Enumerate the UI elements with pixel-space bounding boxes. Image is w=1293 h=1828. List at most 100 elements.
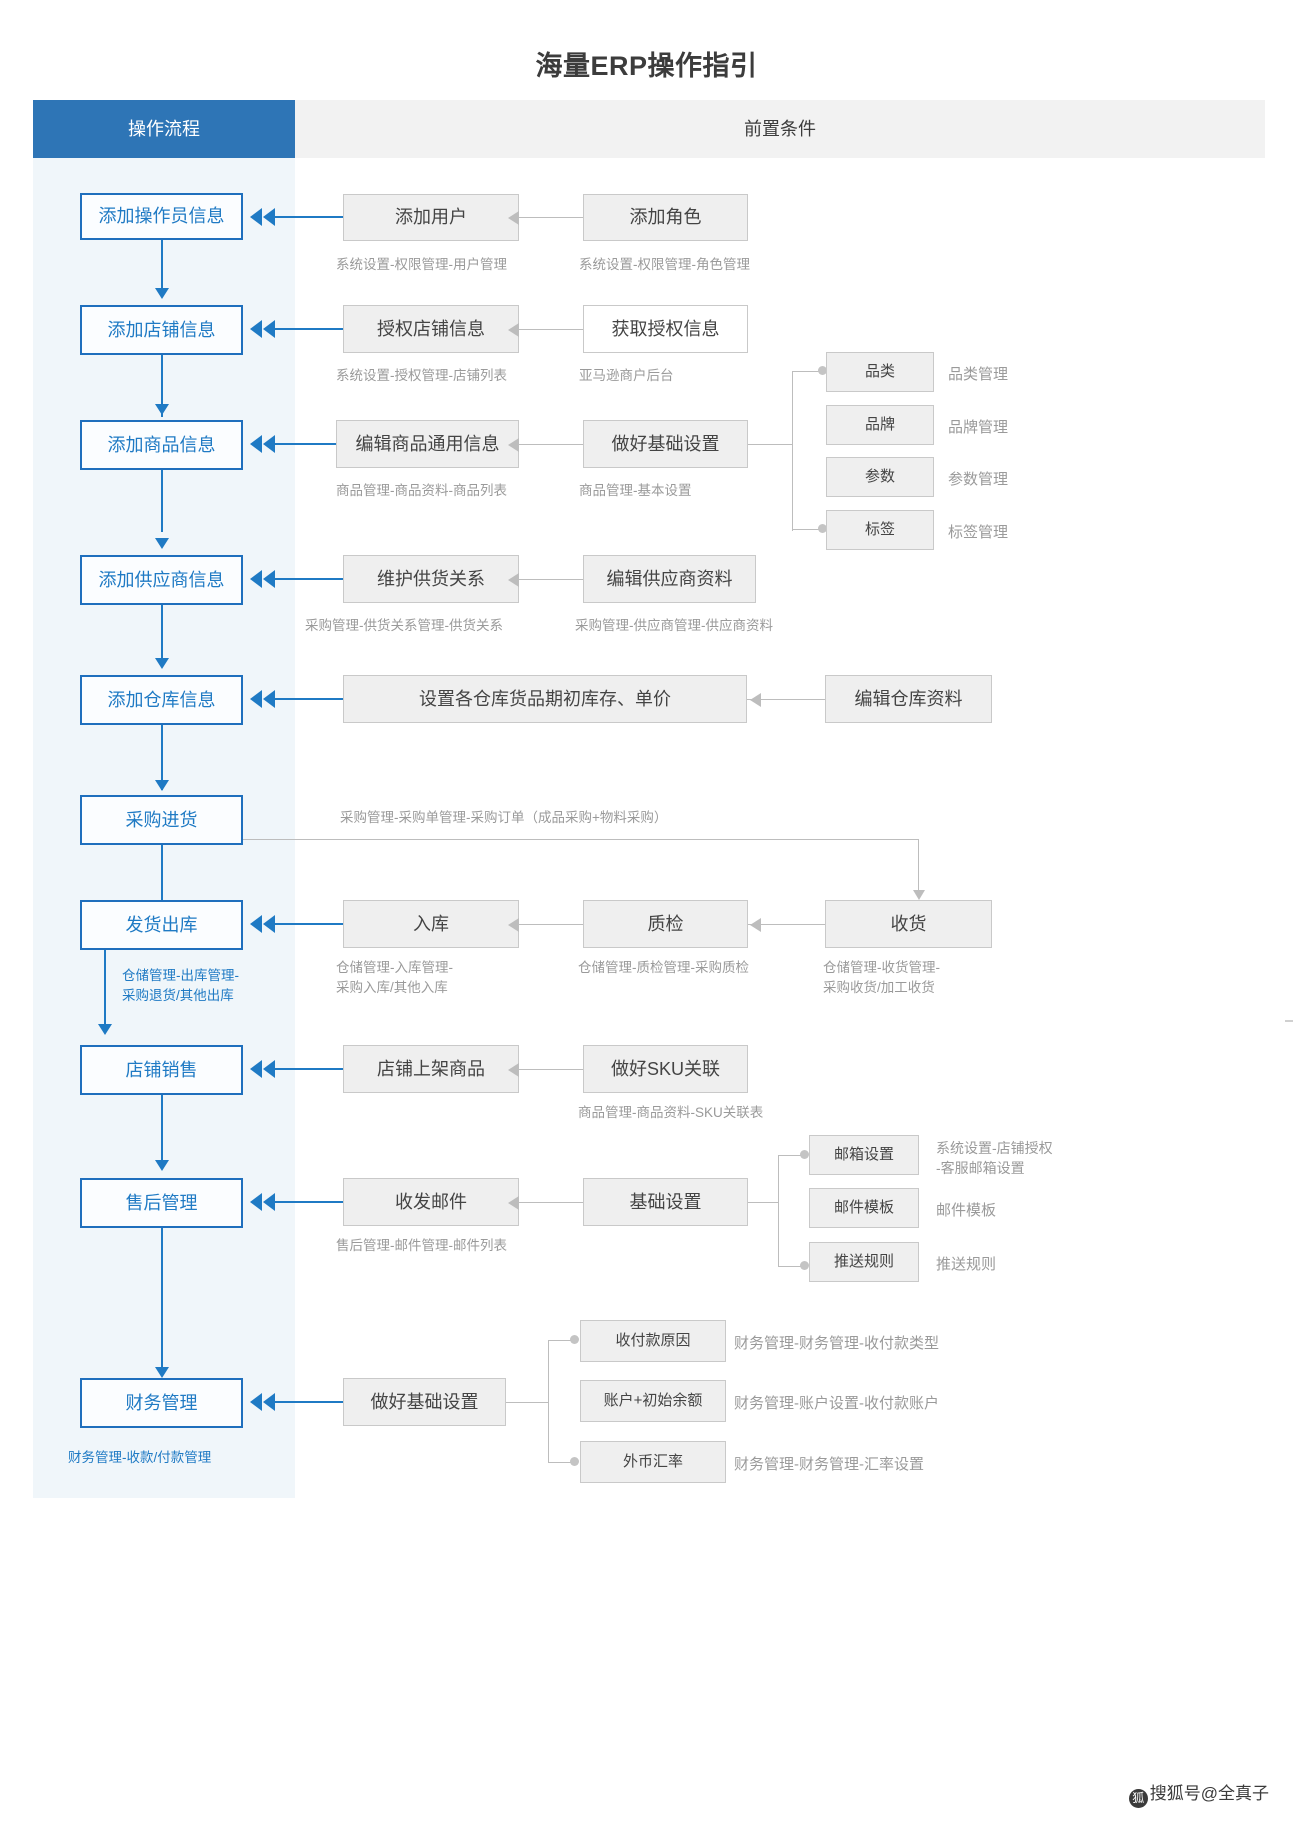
row5-blue-line <box>265 698 343 700</box>
flow-node-finance[interactable]: 财务管理 <box>80 1378 243 1428</box>
row1-mid-box[interactable]: 添加用户 <box>343 194 519 241</box>
row10-branch-top-link <box>548 1340 574 1341</box>
row8-arrow-head-b-icon <box>263 1060 275 1078</box>
row9-right-box-label: 基础设置 <box>629 1191 702 1212</box>
flow-node-warehouse[interactable]: 添加仓库信息 <box>80 675 243 725</box>
row9-branch-stem <box>748 1202 778 1203</box>
row3-branch-box-2[interactable]: 参数 <box>826 457 934 497</box>
row10-branch-label-1: 财务管理-账户设置-收付款账户 <box>734 1395 939 1412</box>
row9-blue-line <box>265 1201 343 1203</box>
row5-arrow-head-a-icon <box>250 690 262 708</box>
row7-blue-line <box>265 923 343 925</box>
row5-mid-box[interactable]: 设置各仓库货品期初库存、单价 <box>343 675 747 723</box>
row3-arrow-head-b-icon <box>263 435 275 453</box>
flow-node-outbound[interactable]: 发货出库 <box>80 900 243 950</box>
row1-blue-line <box>265 216 343 218</box>
precondition-column-header-label: 前置条件 <box>744 119 816 139</box>
row2-mid-caption: 系统设置-授权管理-店铺列表 <box>336 368 507 383</box>
row7-box-receive[interactable]: 收货 <box>825 900 992 948</box>
row6-path-vertical <box>918 839 919 897</box>
row9-branch-box-2[interactable]: 推送规则 <box>809 1242 919 1282</box>
row1-arrow-head-a-icon <box>250 208 262 226</box>
flow-node-outbound-label: 发货出库 <box>125 914 198 935</box>
row8-blue-line <box>265 1068 343 1070</box>
row10-branch-box-1[interactable]: 账户+初始余额 <box>580 1380 726 1422</box>
row6-path-horizontal <box>243 839 919 840</box>
row9-mid-box[interactable]: 收发邮件 <box>343 1178 519 1226</box>
flow-node-operator[interactable]: 添加操作员信息 <box>80 193 243 240</box>
row3-branch-box-2-label: 参数 <box>864 467 895 485</box>
row10-branch-box-0[interactable]: 收付款原因 <box>580 1320 726 1362</box>
row3-branch-label-2: 参数管理 <box>948 471 1009 488</box>
flow-node-shop[interactable]: 添加店铺信息 <box>80 305 243 355</box>
row2-mid-box[interactable]: 授权店铺信息 <box>343 305 519 353</box>
row9-branch-dot-bottom-icon <box>800 1261 809 1270</box>
row2-right-box[interactable]: 获取授权信息 <box>583 305 748 353</box>
row3-right-box[interactable]: 做好基础设置 <box>583 420 748 468</box>
row4-right-box[interactable]: 编辑供应商资料 <box>583 555 756 603</box>
flow-node-purchase[interactable]: 采购进货 <box>80 795 243 845</box>
flow-connector-2 <box>161 355 163 417</box>
row3-branch-box-3[interactable]: 标签 <box>826 510 934 550</box>
flow-node-aftersales-label: 售后管理 <box>125 1192 198 1213</box>
row6-path-arrow-icon <box>913 890 925 900</box>
flow-node-aftersales[interactable]: 售后管理 <box>80 1178 243 1228</box>
row4-mid-box[interactable]: 维护供货关系 <box>343 555 519 603</box>
row7-caption-inbound-line2: 采购入库/其他入库 <box>336 980 448 995</box>
row9-branch-top-link <box>778 1155 804 1156</box>
flow-arrow-5-icon <box>155 780 169 791</box>
flow-node-supplier-label: 添加供应商信息 <box>98 569 225 590</box>
row8-mid-box-label: 店铺上架商品 <box>377 1058 485 1079</box>
flow-node-sales-label: 店铺销售 <box>125 1059 198 1080</box>
flow-arrow-8-icon <box>155 1160 169 1171</box>
flow-connector-1 <box>161 240 163 288</box>
row10-branch-box-2-label: 外币汇率 <box>622 1452 683 1470</box>
row7-box-inbound[interactable]: 入库 <box>343 900 519 948</box>
row7-caption-qc: 仓储管理-质检管理-采购质检 <box>578 960 749 975</box>
row7-box-qc[interactable]: 质检 <box>583 900 748 948</box>
row1-right-box[interactable]: 添加角色 <box>583 194 748 241</box>
flow-node-shop-label: 添加店铺信息 <box>107 319 216 340</box>
row10-mid-box[interactable]: 做好基础设置 <box>343 1378 506 1426</box>
row9-arrow-head-b-icon <box>263 1193 275 1211</box>
row10-branch-spine <box>548 1340 549 1462</box>
row10-branch-dot-bottom-icon <box>570 1457 579 1466</box>
row3-right-box-label: 做好基础设置 <box>611 433 720 454</box>
row3-right-caption: 商品管理-基本设置 <box>579 483 692 498</box>
row10-branch-label-2: 财务管理-财务管理-汇率设置 <box>734 1456 924 1473</box>
row10-mid-box-label: 做好基础设置 <box>370 1391 479 1412</box>
row10-branch-dot-top-icon <box>570 1335 579 1344</box>
row3-branch-box-1[interactable]: 品牌 <box>826 405 934 445</box>
row10-branch-box-2[interactable]: 外币汇率 <box>580 1441 726 1483</box>
row7-arrow-head-a-icon <box>250 915 262 933</box>
row8-right-caption: 商品管理-商品资料-SKU关联表 <box>578 1105 764 1120</box>
row8-mid-box[interactable]: 店铺上架商品 <box>343 1045 519 1093</box>
row1-mid-box-label: 添加用户 <box>395 207 467 228</box>
row8-grey-line <box>519 1069 583 1070</box>
flow-node-sales[interactable]: 店铺销售 <box>80 1045 243 1095</box>
row3-branch-label-3: 标签管理 <box>948 524 1009 541</box>
row4-right-caption: 采购管理-供应商管理-供应商资料 <box>575 618 773 633</box>
row3-arrow-head-a-icon <box>250 435 262 453</box>
row5-grey-line <box>747 699 825 700</box>
row3-branch-box-0[interactable]: 品类 <box>826 352 934 392</box>
row8-right-box[interactable]: 做好SKU关联 <box>583 1045 748 1093</box>
row9-grey-line <box>519 1202 583 1203</box>
row4-mid-box-label: 维护供货关系 <box>377 568 485 589</box>
flow-node-product[interactable]: 添加商品信息 <box>80 420 243 470</box>
row7-grey-line-1 <box>519 924 583 925</box>
flow-node-supplier[interactable]: 添加供应商信息 <box>80 555 243 605</box>
row3-branch-dot-bottom-icon <box>818 524 827 533</box>
row2-right-box-label: 获取授权信息 <box>611 318 720 339</box>
row9-branch-box-1[interactable]: 邮件模板 <box>809 1188 919 1228</box>
row5-right-box[interactable]: 编辑仓库资料 <box>825 675 992 723</box>
precondition-column-header: 前置条件 <box>295 100 1265 158</box>
row9-branch-label-0-line2: -客服邮箱设置 <box>936 1160 1025 1176</box>
row9-right-box[interactable]: 基础设置 <box>583 1178 748 1226</box>
row2-grey-arrow-icon <box>508 323 519 337</box>
row7-left-caption-line1: 仓储管理-出库管理- <box>122 968 239 983</box>
row5-grey-arrow-icon <box>750 693 761 707</box>
row3-mid-box[interactable]: 编辑商品通用信息 <box>336 420 519 468</box>
row9-branch-box-0[interactable]: 邮箱设置 <box>809 1135 919 1175</box>
sohu-logo-icon: 狐 <box>1128 1789 1148 1808</box>
